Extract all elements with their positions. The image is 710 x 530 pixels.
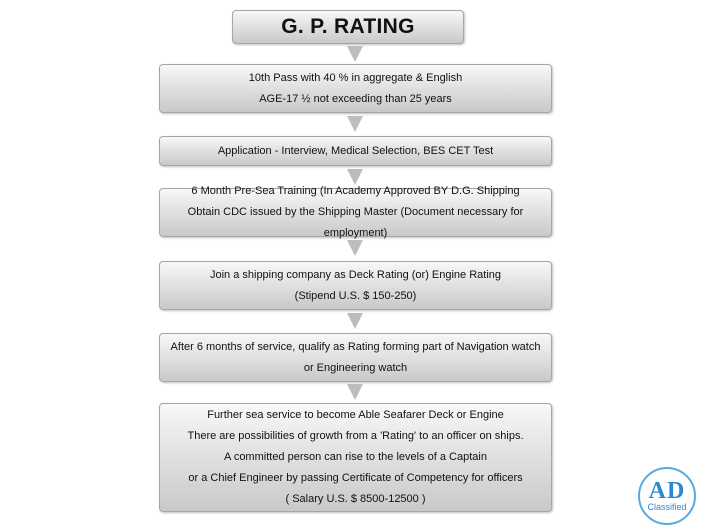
step-line: Obtain CDC issued by the Shipping Master… bbox=[187, 206, 524, 239]
step-line: AGE-17 ½ not exceeding than 25 years bbox=[259, 92, 452, 105]
step-line: There are possibilities of growth from a… bbox=[187, 430, 524, 442]
flow-arrow bbox=[347, 46, 363, 62]
step-career-growth: Further sea service to become Able Seafa… bbox=[159, 403, 552, 512]
step-pre-sea-training: 6 Month Pre-Sea Training (In Academy App… bbox=[159, 185, 552, 239]
step-line: 6 Month Pre-Sea Training (In Academy App… bbox=[191, 185, 520, 197]
step-line: ( Salary U.S. $ 8500-12500 ) bbox=[285, 493, 426, 505]
step-line: or Engineering watch bbox=[303, 361, 408, 374]
flow-arrow bbox=[347, 240, 363, 256]
flow-arrow bbox=[347, 384, 363, 400]
step-line: (Stipend U.S. $ 150-250) bbox=[294, 289, 417, 302]
flow-arrow bbox=[347, 116, 363, 132]
step-join-company: Join a shipping company as Deck Rating (… bbox=[159, 261, 552, 310]
step-watch-qualification: After 6 months of service, qualify as Ra… bbox=[159, 333, 552, 382]
step-line: Join a shipping company as Deck Rating (… bbox=[209, 268, 502, 281]
step-line: Further sea service to become Able Seafa… bbox=[207, 409, 504, 421]
step-line: or a Chief Engineer by passing Certifica… bbox=[188, 472, 523, 484]
step-application: Application - Interview, Medical Selecti… bbox=[159, 136, 552, 166]
step-eligibility: 10th Pass with 40 % in aggregate & Engli… bbox=[159, 64, 552, 113]
chart-title: G. P. RATING bbox=[232, 10, 464, 44]
ad-classified-logo: AD Classified bbox=[638, 467, 696, 525]
step-line: After 6 months of service, qualify as Ra… bbox=[170, 340, 541, 353]
flow-arrow bbox=[347, 313, 363, 329]
flow-arrow bbox=[347, 169, 363, 185]
step-line: 10th Pass with 40 % in aggregate & Engli… bbox=[248, 71, 463, 84]
step-line: A committed person can rise to the level… bbox=[224, 451, 487, 463]
logo-main-text: AD bbox=[648, 477, 686, 504]
logo-sub-text: Classified bbox=[647, 501, 687, 512]
chart-title-text: G. P. RATING bbox=[281, 15, 415, 38]
step-line: Application - Interview, Medical Selecti… bbox=[217, 144, 494, 157]
